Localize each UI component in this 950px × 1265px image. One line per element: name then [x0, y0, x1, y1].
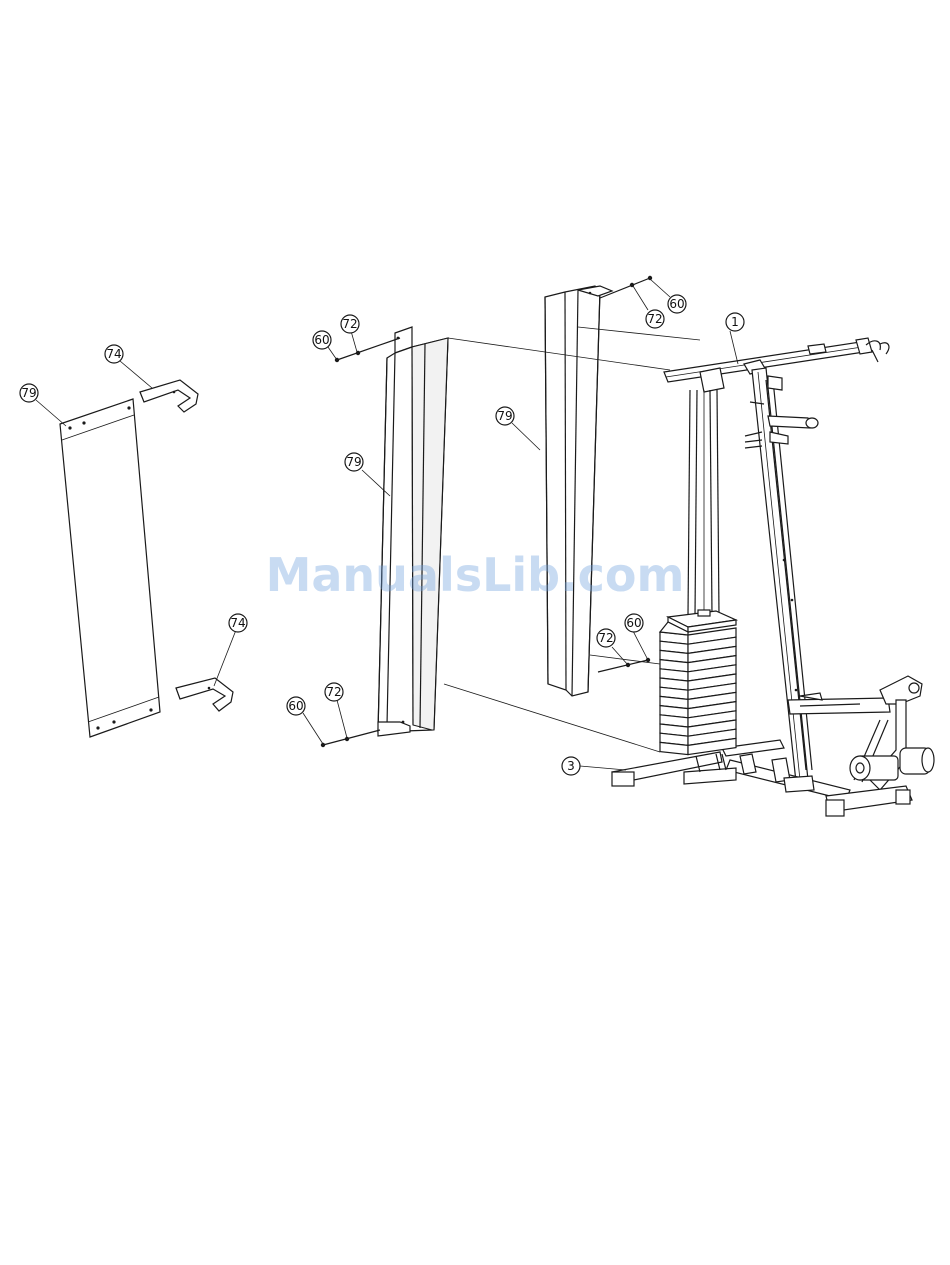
callout-1-main-frame: 1: [726, 313, 744, 331]
callout-79-flat-panel: 79: [20, 384, 38, 402]
callout-60-middle-top: 60: [313, 331, 331, 349]
svg-text:3: 3: [567, 759, 575, 773]
fastener-set-right-bottom: [598, 658, 650, 672]
callout-74-upper-bracket: 74: [105, 345, 123, 363]
callout-72-right-bottom: 72: [597, 629, 615, 647]
svg-text:72: 72: [598, 631, 613, 645]
callout-72-right-top: 72: [646, 310, 664, 328]
weight-stack: [660, 610, 736, 755]
callout-60-right-top: 60: [668, 295, 686, 313]
callout-72-middle-top: 72: [341, 315, 359, 333]
svg-text:60: 60: [626, 616, 641, 630]
callout-79-right-channel: 79: [496, 407, 514, 425]
svg-text:79: 79: [346, 455, 361, 469]
svg-text:79: 79: [21, 386, 36, 400]
svg-text:60: 60: [288, 699, 303, 713]
lower-mounting-bracket: [176, 678, 233, 711]
flat-shroud-panel: [60, 399, 160, 737]
callout-3-base-frame: 3: [562, 757, 580, 775]
svg-text:72: 72: [342, 317, 357, 331]
svg-text:72: 72: [647, 312, 662, 326]
svg-text:74: 74: [106, 347, 121, 361]
callout-74-lower-bracket: 74: [229, 614, 247, 632]
svg-text:1: 1: [731, 315, 739, 329]
svg-text:79: 79: [497, 409, 512, 423]
fastener-set-middle-bottom: [321, 730, 380, 747]
callout-72-middle-bottom: 72: [325, 683, 343, 701]
svg-text:74: 74: [230, 616, 245, 630]
svg-text:60: 60: [314, 333, 329, 347]
svg-text:60: 60: [669, 297, 684, 311]
callout-79-middle-channel: 79: [345, 453, 363, 471]
callout-60-right-bottom: 60: [625, 614, 643, 632]
middle-shroud-channel: [378, 327, 448, 736]
svg-text:72: 72: [326, 685, 341, 699]
callout-60-middle-bottom: 60: [287, 697, 305, 715]
fastener-set-right-top: [600, 276, 652, 298]
